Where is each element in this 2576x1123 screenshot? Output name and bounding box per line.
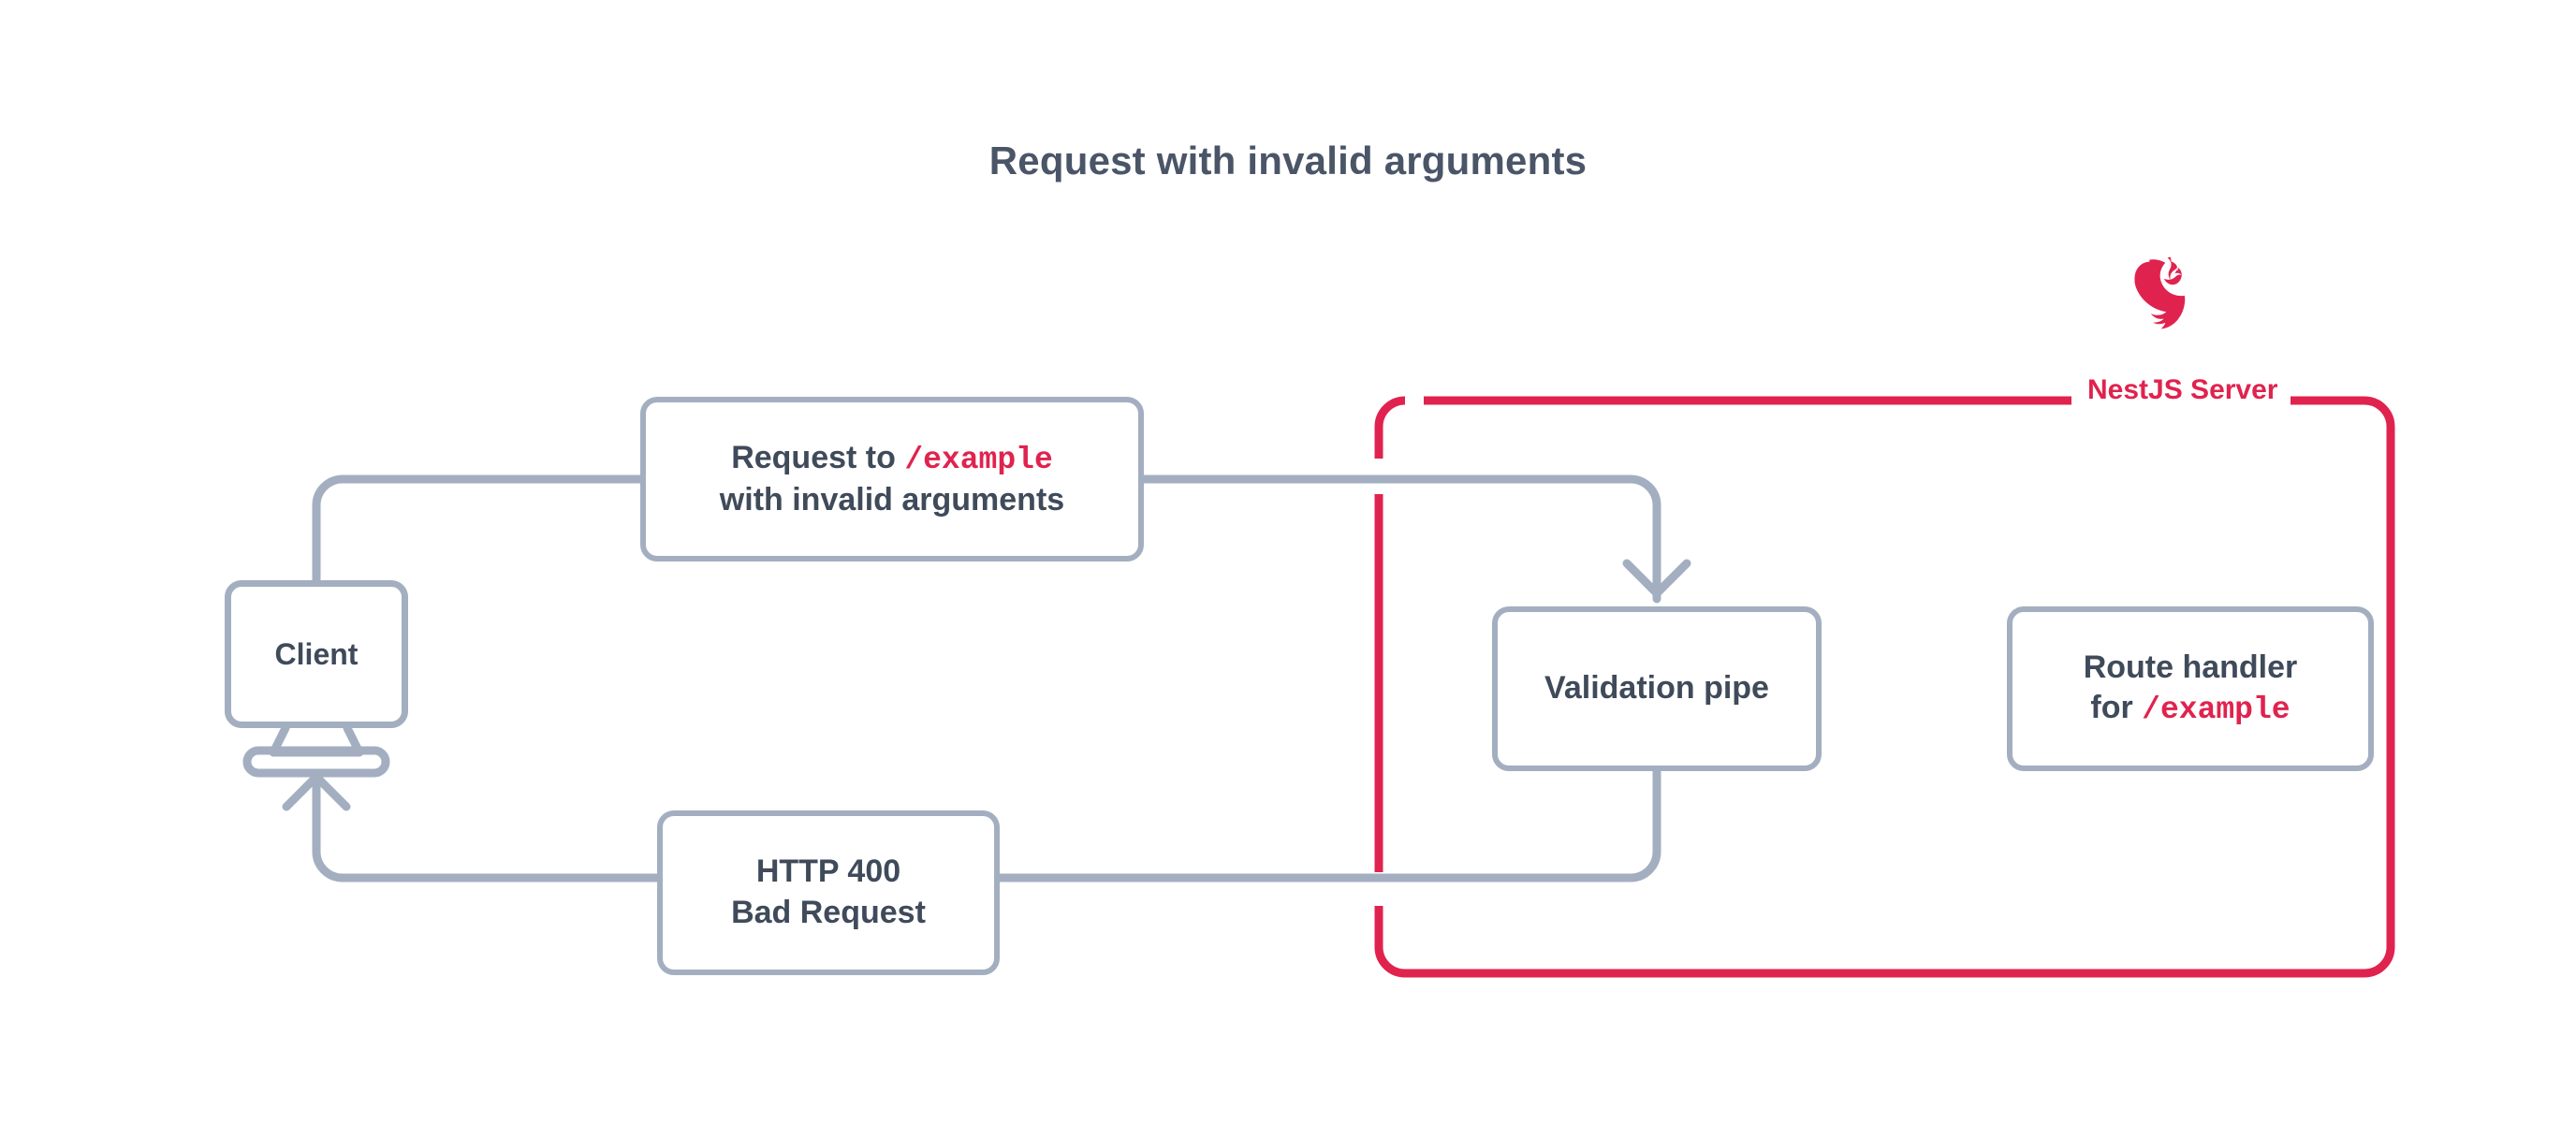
node-route-handler[interactable]: Route handler for /example — [2007, 606, 2374, 771]
edge-client-to-request — [312, 474, 645, 585]
edge-response-to-client — [312, 772, 662, 882]
edge-request-to-validation — [1139, 474, 1661, 604]
node-response-line1: HTTP 400 — [755, 853, 901, 890]
node-client[interactable]: Client — [225, 580, 408, 728]
flow-connectors — [282, 474, 1691, 882]
node-client-label: Client — [274, 636, 359, 671]
node-response-line2: Bad Request — [731, 895, 926, 930]
arrowhead-down — [1622, 559, 1691, 598]
node-response[interactable]: HTTP 400 Bad Request — [657, 810, 1000, 975]
client-monitor-stand — [242, 723, 390, 778]
node-validation-pipe[interactable]: Validation pipe — [1492, 606, 1822, 771]
node-route-handler-line2: for /example — [2090, 690, 2291, 728]
page-title: Request with invalid arguments — [988, 139, 1588, 182]
node-request-line2: with invalid arguments — [719, 481, 1065, 518]
nestjs-cat-logo — [2134, 256, 2186, 329]
node-route-handler-line1: Route handler — [2083, 649, 2298, 685]
node-validation-pipe-label: Validation pipe — [1544, 670, 1769, 707]
nestjs-server-boundary — [1374, 396, 2395, 978]
node-request[interactable]: Request to /example with invalid argumen… — [640, 397, 1144, 562]
edge-validation-to-response — [995, 763, 1661, 882]
route-path-code: /example — [904, 442, 1053, 477]
node-request-line1: Request to /example — [731, 439, 1053, 477]
nestjs-server-label: NestJS Server — [2074, 374, 2291, 406]
route-path-code: /example — [2142, 693, 2291, 728]
